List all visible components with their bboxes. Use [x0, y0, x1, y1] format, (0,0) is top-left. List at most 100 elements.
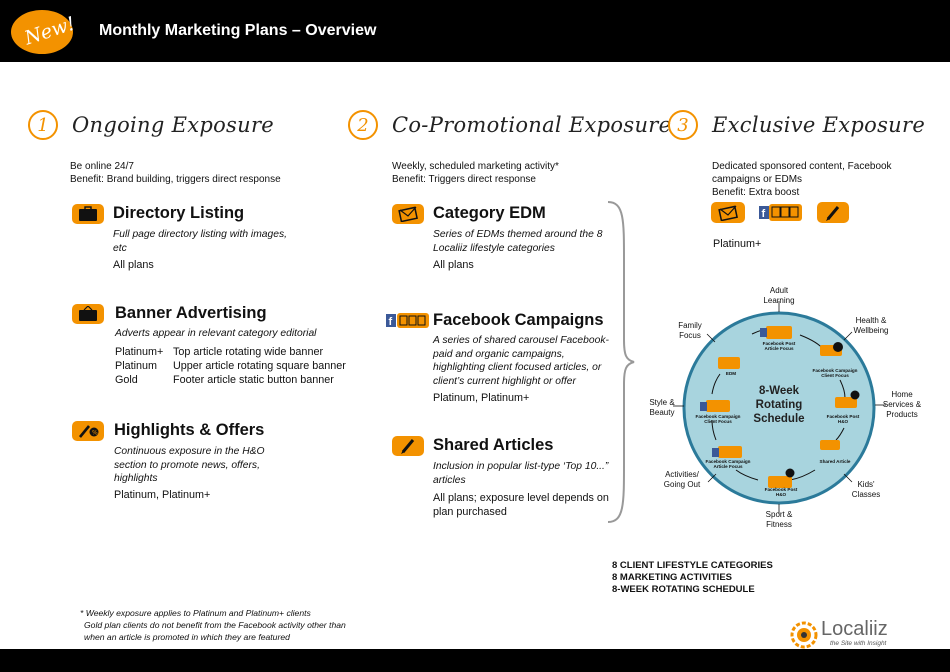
- label-line: H&O: [837, 419, 849, 425]
- desc-line: Inclusion in popular list-type ‘Top 10..…: [433, 461, 609, 472]
- envelope-icon: [392, 204, 424, 224]
- plans-line: All plans; exposure level depends on: [433, 492, 609, 504]
- intro-line: Dedicated sponsored content, Facebook: [712, 161, 892, 172]
- label-line: Facebook Campaign: [705, 459, 751, 464]
- facebook-campaigns-plans: Platinum, Platinum+: [433, 392, 530, 404]
- column-heading-3: 3 Exclusive Exposure: [668, 110, 925, 140]
- center-line: Schedule: [753, 413, 805, 425]
- plan-cell: Platinum+: [115, 346, 164, 358]
- summary-line: 8 CLIENT LIFESTYLE CATEGORIES: [612, 560, 773, 571]
- banner-advertising-title: Banner Advertising: [115, 304, 267, 322]
- pen-percent-icon: %: [72, 421, 104, 441]
- eye-logo-icon: [790, 621, 818, 649]
- summary-block: 8 CLIENT LIFESTYLE CATEGORIES 8 MARKETIN…: [612, 560, 773, 596]
- banner-advertising-desc: Adverts appear in relevant category edit…: [115, 328, 317, 339]
- logo-wordmark: Localiiz: [821, 618, 888, 640]
- category-label-kids-classes: Kids'Classes: [844, 480, 888, 500]
- label-line: Article Focus: [764, 346, 794, 352]
- logo-tagline: the Site with Insight: [830, 640, 887, 647]
- label-line: H&O: [775, 492, 787, 498]
- intro-line: Benefit: Brand building, triggers direct…: [70, 174, 281, 185]
- center-line: 8-Week: [758, 385, 800, 397]
- label-line: Family: [678, 321, 702, 330]
- shared-articles-plans: All plans; exposure level depends on pla…: [433, 491, 609, 519]
- pen-icon: [392, 436, 424, 456]
- feature-cell: Top article rotating wide banner: [173, 346, 324, 358]
- table-row: Gold Footer article static button banner: [115, 373, 346, 387]
- label-line: Facebook Post: [764, 487, 798, 492]
- intro-line: Weekly, scheduled marketing activity*: [392, 161, 559, 172]
- grouping-brace: [607, 201, 635, 523]
- rotating-schedule-diagram: [673, 301, 886, 514]
- svg-text:f: f: [762, 208, 766, 220]
- label-line: Services &: [882, 400, 922, 409]
- plans-line: plan purchased: [433, 506, 507, 518]
- desc-line: etc: [113, 242, 127, 254]
- desc-line: highlighting client focused articles, or: [433, 362, 602, 373]
- highlights-offers-title: Highlights & Offers: [114, 421, 265, 439]
- desc-line: Series of EDMs themed around the 8: [433, 229, 603, 240]
- badge-blob-icon: [11, 10, 73, 54]
- label-line: Learning: [763, 296, 795, 305]
- desc-line: client’s current highlight or offer: [433, 375, 576, 387]
- pen-icon: [817, 202, 849, 223]
- label-line: Activities/: [665, 470, 699, 479]
- desc-line: paid and organic campaigns,: [433, 348, 565, 360]
- inner-activity-icons: [700, 326, 860, 488]
- label-line: Facebook Post: [826, 414, 860, 419]
- svg-text:%: %: [92, 430, 98, 437]
- column-1-title: Ongoing Exposure: [72, 113, 275, 137]
- envelope-icon: [711, 202, 745, 223]
- category-label-sport-fitness: Sport &Fitness: [754, 510, 804, 530]
- intro-line: Be online 24/7: [70, 161, 134, 172]
- desc-line: highlights: [114, 473, 158, 484]
- highlights-offers-desc: Continuous exposure in the H&O section t…: [114, 445, 265, 486]
- desc-line: Continuous exposure in the H&O: [114, 446, 265, 457]
- footnote-line: Gold plan clients do not benefit from th…: [84, 620, 346, 630]
- category-edm-plans: All plans: [433, 259, 474, 271]
- column-heading-1: 1 Ongoing Exposure: [28, 110, 274, 140]
- header-bar: New! Monthly Marketing Plans – Overview: [0, 0, 950, 62]
- footnote-line: * Weekly exposure applies to Platinum an…: [80, 608, 311, 618]
- label-line: Fitness: [766, 520, 792, 529]
- intro-line: campaigns or EDMs: [712, 174, 803, 185]
- desc-line: Localiiz lifestyle categories: [433, 242, 555, 254]
- highlights-offers-plans: Platinum, Platinum+: [114, 489, 211, 501]
- desc-line: A series of shared carousel Facebook-: [433, 335, 609, 346]
- directory-listing-desc: Full page directory listing with images,…: [113, 228, 287, 255]
- new-badge: New!: [7, 6, 78, 63]
- category-label-activities: Activities/Going Out: [656, 470, 708, 490]
- category-edm-desc: Series of EDMs themed around the 8 Local…: [433, 228, 602, 255]
- activity-label: EDM: [716, 371, 746, 376]
- label-line: Facebook Campaign: [695, 414, 741, 419]
- desc-line: section to promote news, offers,: [114, 459, 260, 471]
- label-line: Wellbeing: [853, 326, 889, 335]
- svg-text:f: f: [389, 316, 393, 328]
- label-line: Health &: [855, 316, 887, 325]
- page-title: Monthly Marketing Plans – Overview: [99, 22, 377, 39]
- label-line: Beauty: [649, 408, 675, 417]
- label-line: Classes: [851, 490, 881, 499]
- facebook-carousel-icon: f: [759, 202, 803, 223]
- label-line: Shared Article: [819, 459, 851, 464]
- plan-cell: Gold: [115, 374, 138, 386]
- category-label-health-wellbeing: Health &Wellbeing: [846, 316, 896, 336]
- label-line: Kids': [857, 480, 875, 489]
- label-line: Article Focus: [713, 464, 743, 470]
- footnote-line: when an article is promoted in which the…: [84, 632, 290, 642]
- exclusive-plans: Platinum+: [713, 238, 762, 250]
- activity-label: Shared Article: [810, 459, 860, 464]
- label-line: Going Out: [663, 480, 701, 489]
- intro-line: Benefit: Extra boost: [712, 187, 800, 198]
- shared-articles-desc: Inclusion in popular list-type ‘Top 10..…: [433, 460, 608, 487]
- number-1-badge: 1: [28, 110, 58, 140]
- feature-cell: Footer article static button banner: [173, 374, 334, 386]
- number-3-badge: 3: [668, 110, 698, 140]
